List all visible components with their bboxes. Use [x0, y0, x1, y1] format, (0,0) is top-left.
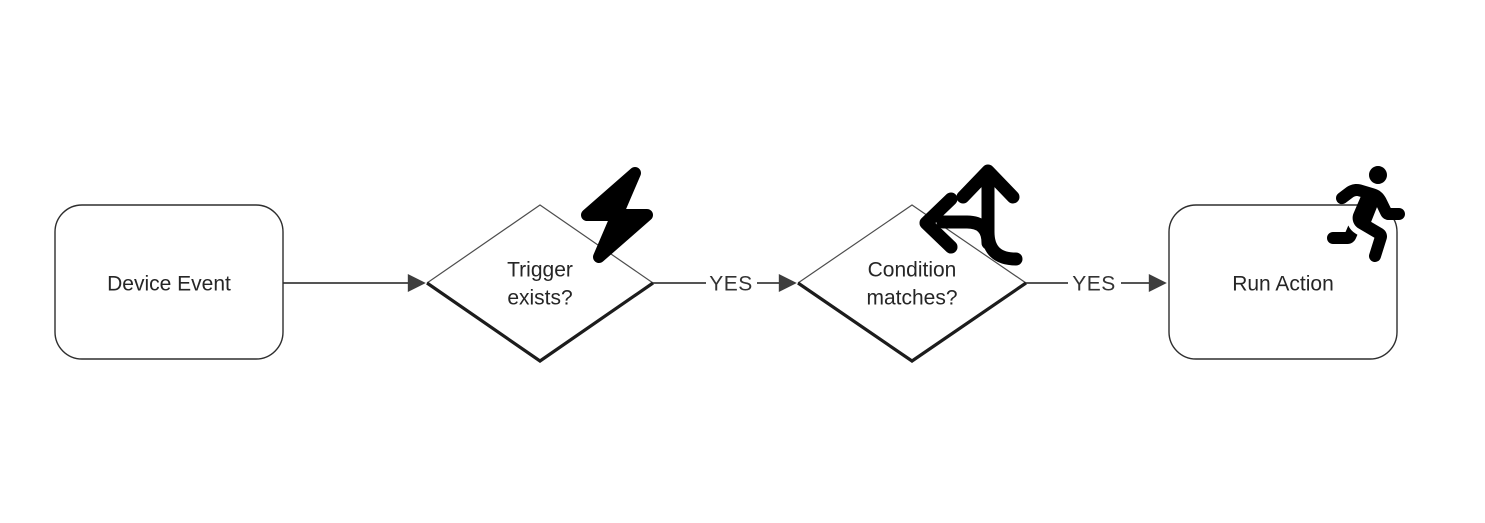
lightning-bolt-icon: [580, 166, 654, 264]
node-condition-matches-label-line1: Condition: [868, 259, 957, 282]
node-trigger-exists-label-line1: Trigger: [507, 259, 573, 282]
edge-label-yes-1: YES: [709, 273, 753, 296]
edge-trigger-to-condition: YES: [653, 273, 797, 296]
node-condition-matches: Condition matches?: [797, 204, 1027, 363]
node-trigger-exists-label-line2: exists?: [507, 287, 572, 310]
node-trigger-exists: Trigger exists?: [426, 204, 654, 363]
running-person-icon: [1327, 166, 1405, 262]
node-condition-matches-label-line2: matches?: [866, 287, 957, 310]
edge-label-yes-2: YES: [1072, 273, 1116, 296]
split-arrows-up-left-icon: [919, 164, 1023, 266]
node-run-action-label: Run Action: [1232, 273, 1334, 296]
edge-condition-to-action: YES: [1026, 273, 1167, 296]
node-device-event: Device Event: [54, 204, 284, 360]
node-device-event-label: Device Event: [107, 273, 231, 296]
